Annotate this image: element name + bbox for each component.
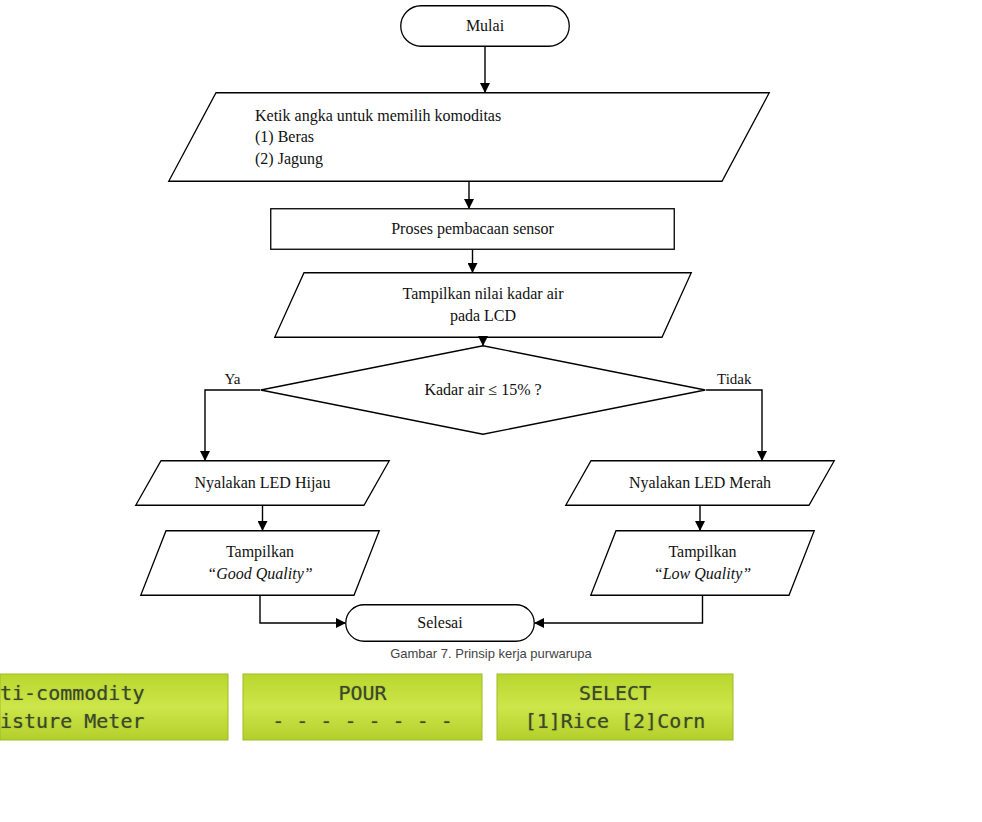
flow-arrow <box>482 338 483 345</box>
input-output-box: Tampilkan“Good Quality” <box>140 530 380 596</box>
node-text: Tampilkan <box>668 541 736 563</box>
lcd-background <box>0 674 228 740</box>
parallelogram-outline <box>141 531 380 596</box>
parallelogram-outline <box>591 531 815 596</box>
input-output-box: Tampilkan“Low Quality” <box>590 530 815 596</box>
input-output-box: Nyalakan LED Merah <box>565 460 835 506</box>
lcd-background <box>497 674 733 740</box>
text-group: Selesai <box>417 612 462 634</box>
shape-outline <box>140 530 380 596</box>
input-output-box: Tampilkan nilai kadar air pada LCD <box>274 272 692 338</box>
text-group: Ketik angka untuk memilih komoditas(1) B… <box>255 105 501 170</box>
flow-arrow <box>472 250 473 272</box>
input-output-box: Nyalakan LED Hijau <box>135 460 390 506</box>
node-text: Nyalakan LED Merah <box>629 472 771 494</box>
parallelogram-outline <box>566 461 835 506</box>
text-group: Kadar air ≤ 15% ? <box>424 379 541 401</box>
flow-arrow <box>699 506 700 530</box>
text-group: Proses pembacaan sensor <box>391 218 554 240</box>
lcd-screen: POUR- - - - - - - - <box>243 674 482 740</box>
text-group: Tampilkan“Good Quality” <box>207 541 312 584</box>
edge-label: Tidak <box>717 371 751 388</box>
lcd-text: SELECT <box>579 679 651 707</box>
node-text: Proses pembacaan sensor <box>391 218 554 240</box>
node-text: Selesai <box>417 612 462 634</box>
edge-label: Ya <box>225 371 241 388</box>
lcd-text: [1]Rice [2]Corn <box>525 707 706 735</box>
text-group: Tampilkan nilai kadar air pada LCD <box>388 283 578 326</box>
terminator-outline <box>346 605 535 642</box>
process-box: Proses pembacaan sensor <box>270 208 675 250</box>
node-text: (2) Jagung <box>255 148 323 170</box>
text-group: ti-commodityisture Meter <box>0 679 145 735</box>
lcd-text: ti-commodity <box>0 679 145 707</box>
parallelogram-outline <box>136 461 390 506</box>
box-outline <box>271 209 675 250</box>
decision-diamond: Kadar air ≤ 15% ? <box>260 345 706 435</box>
text-group: SELECT[1]Rice [2]Corn <box>525 679 706 735</box>
lcd-text: isture Meter <box>0 707 145 735</box>
terminator: Selesai <box>345 604 535 642</box>
diamond-outline <box>261 346 706 435</box>
node-text: Nyalakan LED Hijau <box>195 472 331 494</box>
terminator-outline <box>401 6 570 47</box>
flow-arrow <box>535 596 703 623</box>
text-group: Nyalakan LED Hijau <box>195 472 331 494</box>
flow-arrow <box>484 47 485 92</box>
parallelogram-outline <box>169 93 770 182</box>
lcd-text: - - - - - - - - <box>272 707 453 735</box>
text-group: POUR- - - - - - - - <box>272 679 453 735</box>
node-text: Tampilkan nilai kadar air pada LCD <box>388 283 578 326</box>
node-text: “Low Quality” <box>654 563 751 585</box>
lcd-background <box>243 674 482 740</box>
node-text: “Good Quality” <box>207 563 312 585</box>
node-text: (1) Beras <box>255 126 314 148</box>
node-text: Tampilkan <box>226 541 294 563</box>
lcd-screen: SELECT[1]Rice [2]Corn <box>497 674 733 740</box>
flow-arrow <box>706 390 762 460</box>
shape-outline <box>274 272 692 338</box>
flow-arrow <box>260 596 345 623</box>
node-text: Mulai <box>466 15 504 37</box>
node-text: Kadar air ≤ 15% ? <box>424 379 541 401</box>
parallelogram-outline <box>275 273 692 338</box>
flow-arrow <box>262 506 263 530</box>
flow-arrow <box>205 390 260 460</box>
terminator: Mulai <box>400 5 570 47</box>
shape-outline <box>590 530 815 596</box>
text-group: Tampilkan“Low Quality” <box>654 541 751 584</box>
node-text: Ketik angka untuk memilih komoditas <box>255 105 501 127</box>
text-group: Mulai <box>466 15 504 37</box>
lcd-screen: ti-commodityisture Meter <box>0 674 228 740</box>
input-output-box: Ketik angka untuk memilih komoditas(1) B… <box>168 92 770 182</box>
text-group: Nyalakan LED Merah <box>629 472 771 494</box>
figure-caption: Gambar 7. Prinsip kerja purwarupa <box>0 646 982 661</box>
flow-arrow <box>468 182 469 208</box>
lcd-text: POUR <box>338 679 386 707</box>
